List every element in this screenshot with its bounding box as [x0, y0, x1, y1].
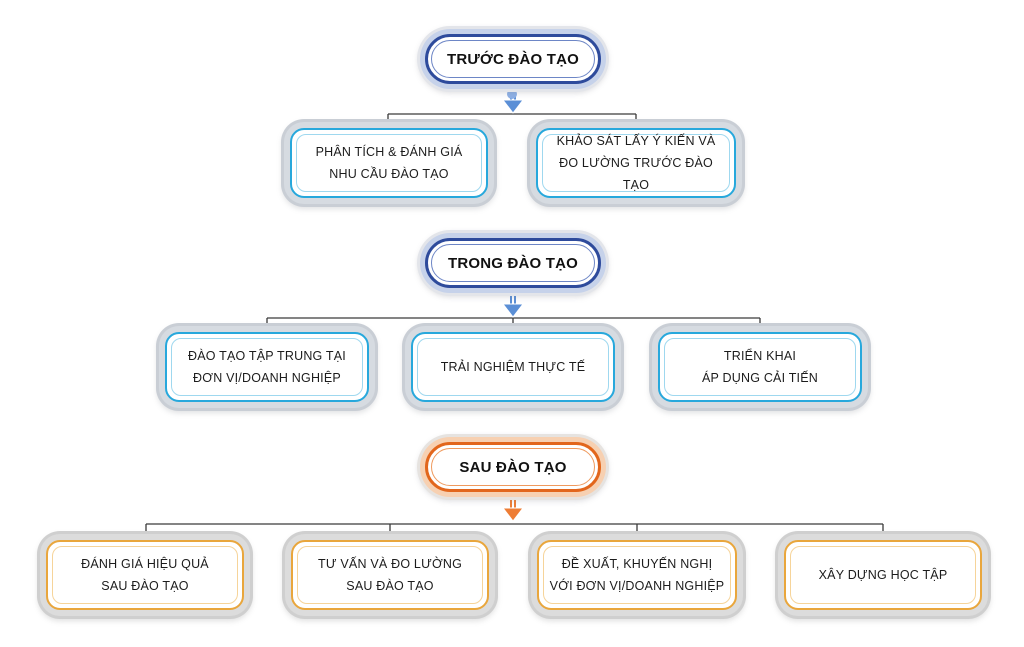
step-label: PHÂN TÍCH & ĐÁNH GIÁ NHU CẦU ĐÀO TẠO	[315, 145, 463, 181]
step-label: TƯ VẤN VÀ ĐO LƯỜNG SAU ĐÀO TẠO	[317, 557, 463, 593]
phase-header-during-training: TRONG ĐÀO TẠO	[425, 238, 601, 288]
step-box-apply-improvements: TRIỂN KHAI ÁP DỤNG CẢI TIẾN	[658, 332, 862, 402]
phase-2-connectors	[266, 317, 761, 332]
phase-header-before-training: TRƯỚC ĐÀO TẠO	[425, 34, 601, 84]
step-box-effectiveness-evaluation: ĐÁNH GIÁ HIỆU QUẢ SAU ĐÀO TẠO	[46, 540, 244, 610]
step-box-recommendations: ĐỀ XUẤT, KHUYẾN NGHỊ VỚI ĐƠN VỊ/DOANH NG…	[537, 540, 737, 610]
step-label: TRIỂN KHAI ÁP DỤNG CẢI TIẾN	[702, 349, 818, 385]
phase-3-connectors	[145, 523, 884, 540]
phase-1-connectors	[387, 113, 637, 128]
step-box-practical-experience: TRẢI NGHIỆM THỰC TẾ	[411, 332, 615, 402]
step-label: KHẢO SÁT LẤY Ý KIẾN VÀ ĐO LƯỜNG TRƯỚC ĐÀ…	[556, 134, 716, 192]
step-label: ĐỀ XUẤT, KHUYẾN NGHỊ VỚI ĐƠN VỊ/DOANH NG…	[549, 557, 725, 593]
step-box-needs-analysis: PHÂN TÍCH & ĐÁNH GIÁ NHU CẦU ĐÀO TẠO	[290, 128, 488, 198]
step-box-consulting-measurement: TƯ VẤN VÀ ĐO LƯỜNG SAU ĐÀO TẠO	[291, 540, 489, 610]
step-label: TRẢI NGHIỆM THỰC TẾ	[440, 360, 586, 374]
step-label: ĐÀO TẠO TẬP TRUNG TẠI ĐƠN VỊ/DOANH NGHIỆ…	[188, 349, 346, 385]
step-box-build-learning: XÂY DỰNG HỌC TẬP	[784, 540, 982, 610]
down-arrow-icon	[501, 288, 525, 318]
step-label: XÂY DỰNG HỌC TẬP	[818, 568, 948, 582]
step-box-pre-training-survey: KHẢO SÁT LẤY Ý KIẾN VÀ ĐO LƯỜNG TRƯỚC ĐÀ…	[536, 128, 736, 198]
step-label: ĐÁNH GIÁ HIỆU QUẢ SAU ĐÀO TẠO	[81, 557, 209, 593]
phase-header-after-training: SAU ĐÀO TẠO	[425, 442, 601, 492]
down-arrow-icon	[501, 492, 525, 522]
down-arrow-icon	[501, 84, 525, 114]
step-box-onsite-training: ĐÀO TẠO TẬP TRUNG TẠI ĐƠN VỊ/DOANH NGHIỆ…	[165, 332, 369, 402]
